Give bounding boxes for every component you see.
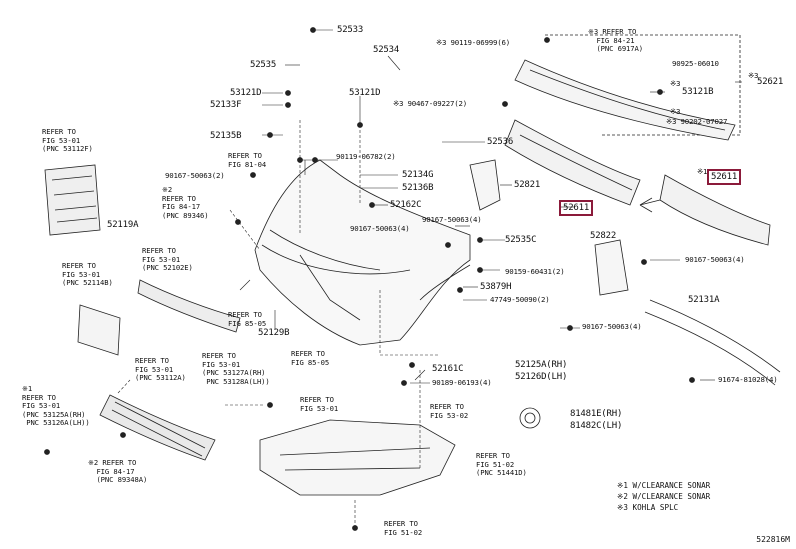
- clip-90167-50063-e[interactable]: 90167-50063(4): [582, 322, 642, 331]
- ref-fig-53-02[interactable]: REFER TO FIG 53-02: [430, 402, 469, 420]
- screw-90189-06193[interactable]: 90189-06193(4): [432, 378, 492, 387]
- note-mark-3-b: ※3: [670, 79, 681, 88]
- part-52125a[interactable]: 52125A(RH): [515, 360, 568, 370]
- ref-fig-84-17-b[interactable]: ※2 REFER TO FIG 84-17 (PNC 89348A): [88, 458, 148, 485]
- part-52135b[interactable]: 52135B: [210, 131, 242, 141]
- clip-90167-50063-a[interactable]: 90167-50063(2): [165, 171, 225, 180]
- clip-90167-50063-b[interactable]: 90167-50063(4): [350, 224, 410, 233]
- ref-fig-85-05-b[interactable]: REFER TO FIG 85-05: [291, 349, 330, 367]
- part-52131a[interactable]: 52131A: [688, 295, 720, 305]
- part-52534[interactable]: 52534: [373, 45, 400, 55]
- ref-fig-53-01-53112a[interactable]: REFER TO FIG 53-01 (PNC 53112A): [135, 356, 186, 383]
- clip-90167-50063-c[interactable]: 90167-50063(4): [422, 215, 482, 224]
- ref-fig-51-02[interactable]: REFER TO FIG 51-02: [384, 519, 423, 537]
- part-53879h[interactable]: 53879H: [480, 282, 512, 292]
- ref-fig-53-01-53112f[interactable]: REFER TO FIG 53-01 (PNC 53112F): [42, 127, 93, 154]
- part-52162c[interactable]: 52162C: [390, 200, 422, 210]
- note-mark-3-c: ※3: [670, 107, 681, 116]
- part-52822[interactable]: 52822: [590, 231, 617, 241]
- part-52611-side[interactable]: 52611: [706, 169, 742, 185]
- ref-fig-53-01-52102e[interactable]: REFER TO FIG 53-01 (PNC 52102E): [142, 246, 193, 273]
- screw-47749-50090[interactable]: 47749-50090(2): [490, 295, 550, 304]
- part-52821[interactable]: 52821: [514, 180, 541, 190]
- part-52535[interactable]: 52535: [250, 60, 277, 70]
- ref-fig-84-21[interactable]: ※3 REFER TO FIG 84-21 (PNC 6917A): [588, 27, 643, 54]
- ref-fig-85-05-a[interactable]: REFER TO FIG 85-05: [228, 310, 267, 328]
- ref-fig-81-04[interactable]: REFER TO FIG 81-04: [228, 151, 267, 169]
- bolt-90119-06782[interactable]: 90119-06782(2): [336, 152, 396, 161]
- part-52126d[interactable]: 52126D(LH): [515, 372, 568, 382]
- part-53121d-upper[interactable]: 53121D: [230, 88, 262, 98]
- ref-fig-84-17-a[interactable]: ※2 REFER TO FIG 84-17 (PNC 89346): [162, 185, 209, 220]
- note-mark-3-a: ※3: [748, 71, 759, 80]
- note-mark-1-side: ※1: [697, 167, 708, 176]
- nut-90467-09227[interactable]: ※3 90467-09227(2): [393, 99, 467, 108]
- part-52533[interactable]: 52533: [337, 25, 364, 35]
- part-53121d-center[interactable]: 53121D: [349, 88, 381, 98]
- part-52136b[interactable]: 52136B: [402, 183, 434, 193]
- part-81482c[interactable]: 81482C(LH): [570, 421, 623, 431]
- bolt-90202-07027[interactable]: ※3 90202-07027: [666, 117, 728, 126]
- ref-fig-53-01-53125a[interactable]: ※1 REFER TO FIG 53-01 (PNC 53125A(RH) PN…: [22, 384, 90, 428]
- part-52129b[interactable]: 52129B: [258, 328, 290, 338]
- screw-90159-60431[interactable]: 90159-60431(2): [505, 267, 565, 276]
- clip-90167-50063-d[interactable]: 90167-50063(4): [685, 255, 745, 264]
- part-52611-main[interactable]: 52611: [558, 200, 594, 216]
- ref-fig-51-02-51441d[interactable]: REFER TO FIG 51-02 (PNC 51441D): [476, 451, 527, 478]
- part-52119a[interactable]: 52119A: [107, 220, 139, 230]
- ref-fig-53-01-53127a[interactable]: REFER TO FIG 53-01 (PNC 53127A(RH) PNC 5…: [202, 351, 270, 386]
- part-52133f[interactable]: 52133F: [210, 100, 242, 110]
- ref-fig-53-01-52114b[interactable]: REFER TO FIG 53-01 (PNC 52114B): [62, 261, 113, 288]
- bolt-90925-06010[interactable]: 90925-06010: [672, 59, 719, 68]
- part-52161c[interactable]: 52161C: [432, 364, 464, 374]
- part-52535c[interactable]: 52535C: [505, 235, 537, 245]
- part-53121b[interactable]: 53121B: [682, 87, 714, 97]
- ref-fig-53-01-c[interactable]: REFER TO FIG 53-01: [300, 395, 339, 413]
- diagram-code: 522816M: [756, 535, 790, 544]
- nut-91674-81028[interactable]: 91674-81028(4): [718, 375, 778, 384]
- part-52536[interactable]: 52536: [487, 137, 514, 147]
- part-81481e[interactable]: 81481E(RH): [570, 409, 623, 419]
- part-52621[interactable]: 52621: [757, 77, 784, 87]
- bolt-90119-06999[interactable]: ※3 90119-06999(6): [436, 38, 510, 47]
- notes-legend: ※1 W/CLEARANCE SONAR ※2 W/CLEARANCE SONA…: [617, 481, 711, 512]
- part-52134g[interactable]: 52134G: [402, 170, 434, 180]
